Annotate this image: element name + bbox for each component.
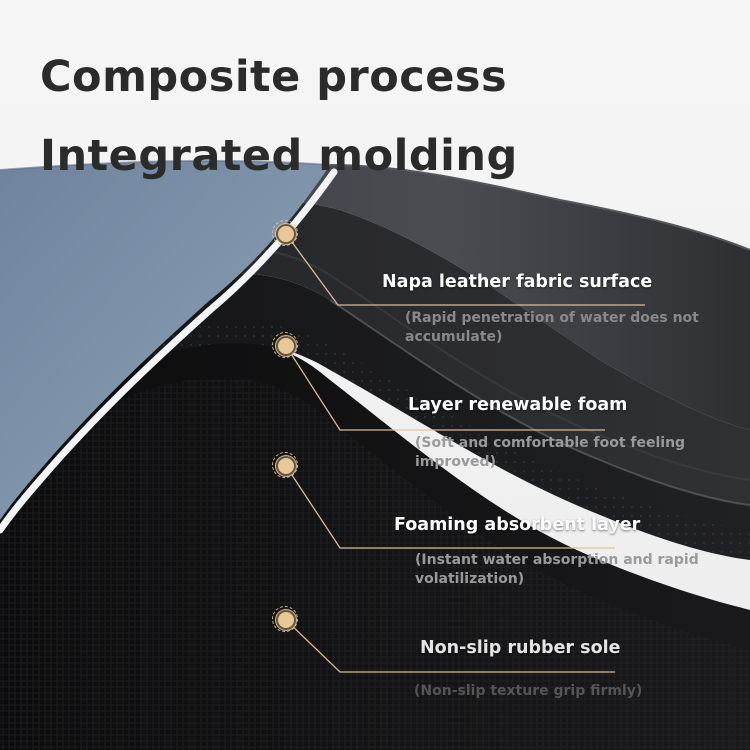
marker-dot-icon — [278, 338, 294, 354]
marker-dot-icon — [278, 226, 294, 242]
layer-4-name: Non-slip rubber sole — [420, 638, 620, 658]
layer-2-note: (Soft and comfortable foot feeling impro… — [415, 434, 725, 472]
layer-3-note: (Instant water absorption and rapid vola… — [415, 551, 715, 589]
title-line-1: Composite process — [40, 52, 507, 102]
layer-1-name: Napa leather fabric surface — [382, 272, 652, 292]
marker-dot-icon — [278, 612, 294, 628]
layer-1-note: (Rapid penetration of water does not acc… — [405, 309, 705, 347]
layer-4-note: (Non-slip texture grip firmly) — [414, 682, 734, 701]
layer-3-name: Foaming absorbent layer — [394, 515, 640, 535]
title-line-2: Integrated molding — [40, 131, 518, 181]
marker-dot-icon — [278, 458, 294, 474]
layer-2-name: Layer renewable foam — [408, 395, 627, 415]
